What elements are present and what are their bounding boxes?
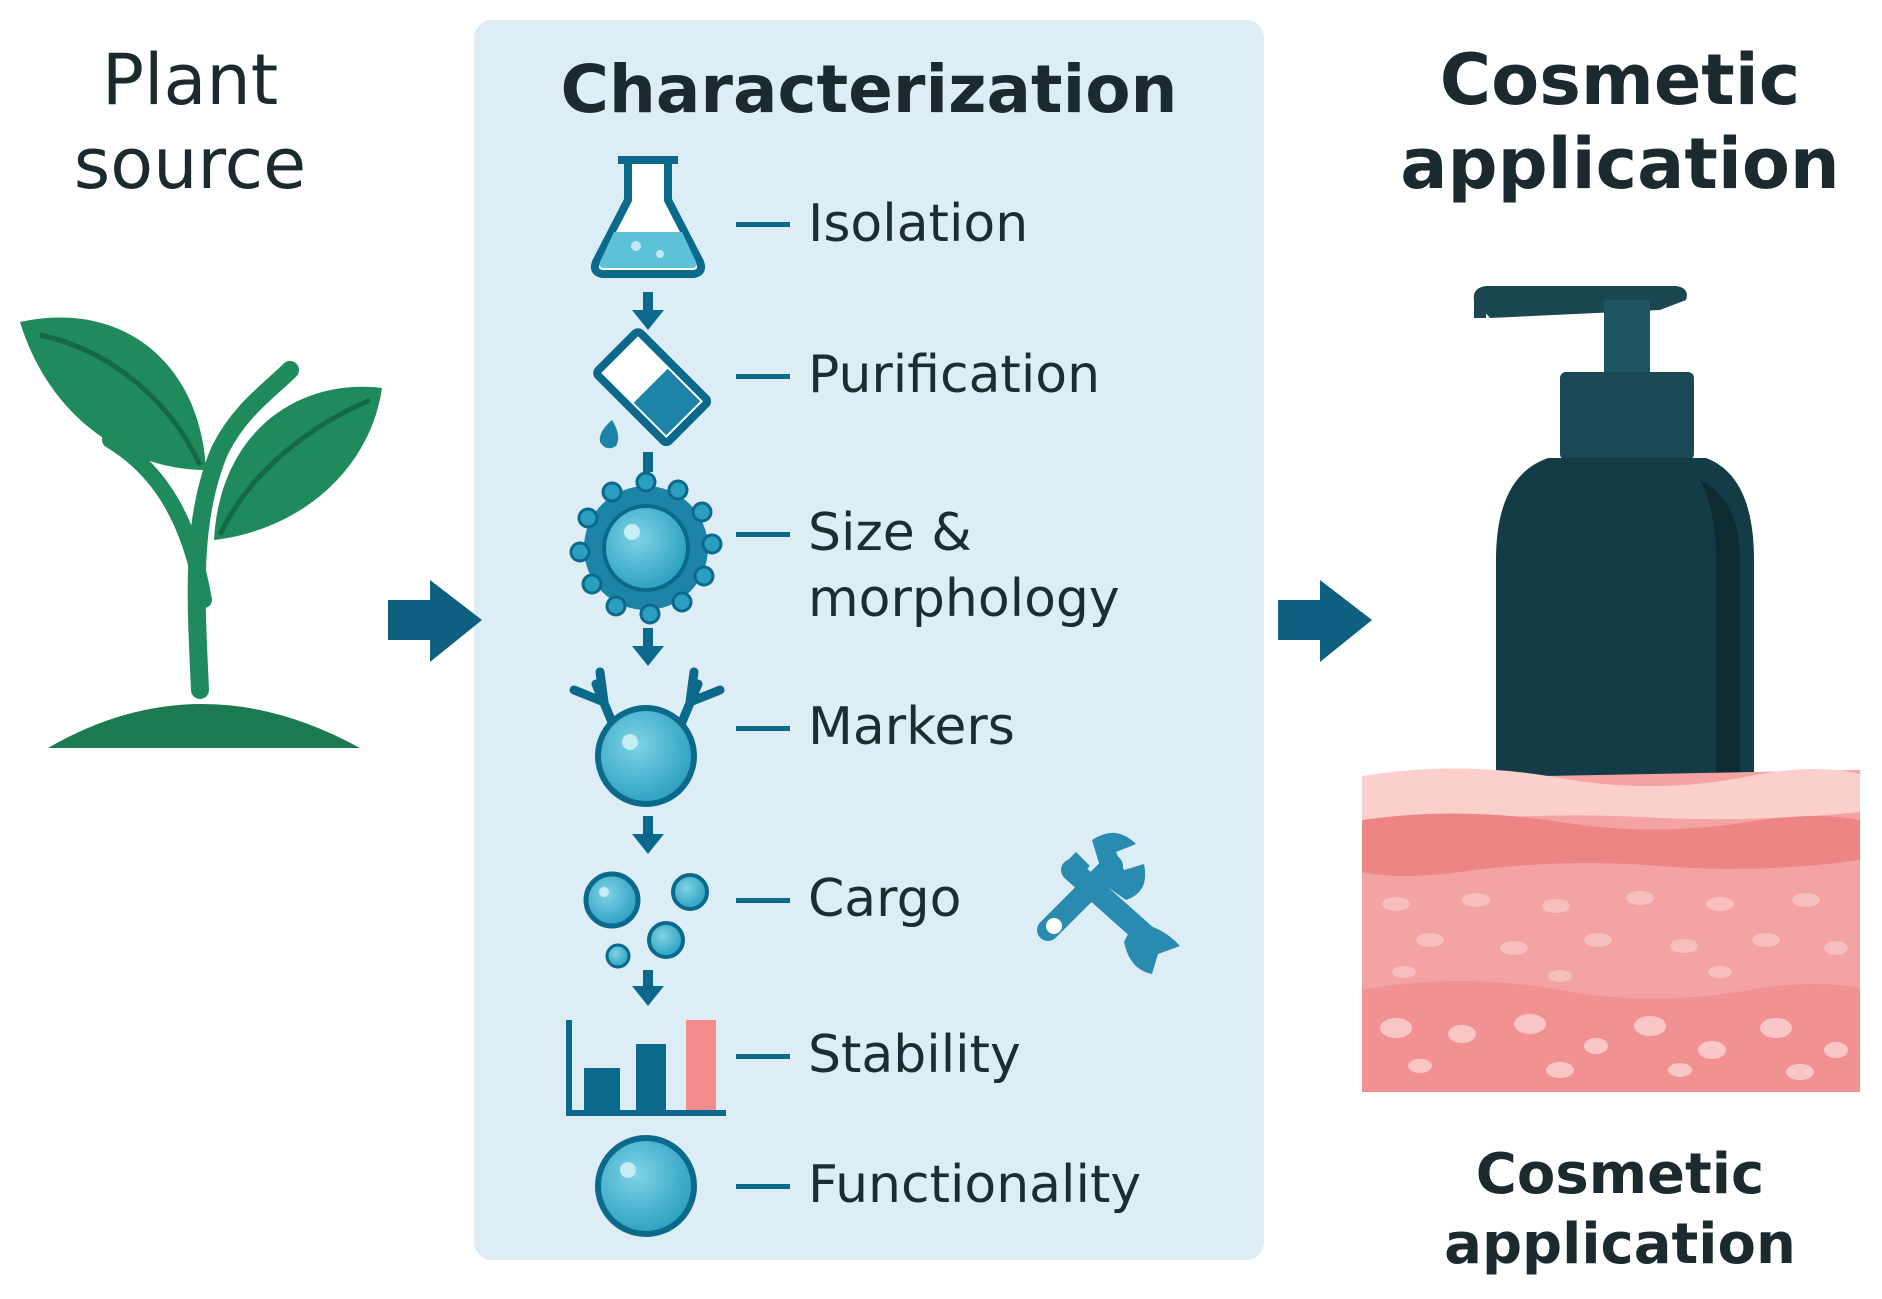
arrow-right-icon xyxy=(388,580,482,662)
step-functionality-label: Functionality xyxy=(808,1155,1142,1215)
step-size-morphology-label: Size & morphology xyxy=(808,503,1120,629)
sphere-icon xyxy=(595,1135,697,1237)
bubbles-icon xyxy=(583,871,709,969)
step-connector xyxy=(736,1054,790,1059)
flask-icon xyxy=(590,156,706,278)
wrench-icon xyxy=(1037,832,1180,974)
step-connector xyxy=(736,898,790,903)
step-arrow-icon xyxy=(632,628,664,666)
characterization-title: Characterization xyxy=(560,51,1178,128)
step-cargo-label: Cargo xyxy=(808,869,962,929)
step-arrow-icon xyxy=(643,452,653,472)
step-stability-label: Stability xyxy=(808,1025,1021,1085)
step-purification-label: Purification xyxy=(808,345,1101,405)
test-tube-icon xyxy=(593,328,712,449)
sprout-icon xyxy=(20,317,382,748)
arrow-right-icon xyxy=(1278,580,1372,662)
pump-bottle-icon xyxy=(1473,286,1754,780)
characterization-panel xyxy=(474,20,1264,1260)
step-connector xyxy=(736,222,790,227)
vesicle-icon xyxy=(569,471,723,625)
step-connector xyxy=(736,1184,790,1189)
step-arrow-icon xyxy=(632,970,664,1006)
plant-source-title: Plant source xyxy=(73,39,307,205)
step-connector xyxy=(736,532,790,537)
step-markers-label: Markers xyxy=(808,697,1015,757)
cosmetic-application-title: Cosmetic application xyxy=(1400,39,1840,205)
skin-layers-icon xyxy=(1362,768,1860,1092)
step-connector xyxy=(736,374,790,379)
marker-vesicle-icon xyxy=(569,667,725,807)
bar-chart-icon xyxy=(566,1020,726,1116)
step-connector xyxy=(736,726,790,731)
cosmetic-application-caption: Cosmetic application xyxy=(1444,1142,1796,1277)
step-isolation-label: Isolation xyxy=(808,194,1029,254)
step-arrow-icon xyxy=(632,292,664,330)
step-arrow-icon xyxy=(632,816,664,854)
